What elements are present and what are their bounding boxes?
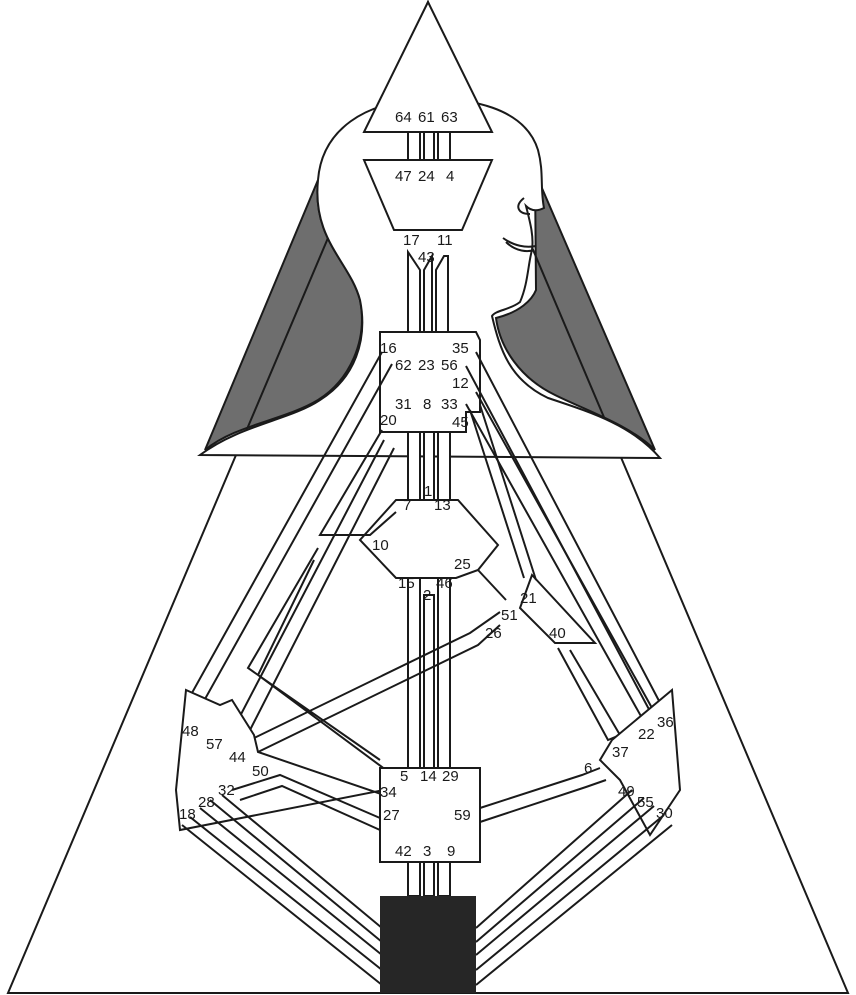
gate-51: 51 bbox=[501, 607, 518, 624]
channel-63-4 bbox=[437, 131, 451, 161]
gate-11: 11 bbox=[437, 232, 453, 249]
channel-20-57 bbox=[236, 439, 395, 732]
root-center bbox=[380, 896, 476, 993]
gate-30: 30 bbox=[656, 805, 673, 822]
gate-22: 22 bbox=[638, 726, 655, 743]
gate-15: 15 bbox=[398, 575, 415, 592]
gate-1: 1 bbox=[424, 483, 432, 500]
channel-2-14 bbox=[423, 594, 435, 769]
gate-47: 47 bbox=[395, 168, 412, 185]
gate-labels: 64 61 63 47 24 4 17 43 11 16 35 62 23 56… bbox=[179, 109, 674, 860]
gate-36: 36 bbox=[657, 714, 674, 731]
channel-7-31 bbox=[407, 431, 421, 501]
gate-44: 44 bbox=[229, 749, 246, 766]
gate-62: 62 bbox=[395, 357, 412, 374]
gate-64: 64 bbox=[395, 109, 412, 126]
gate-55: 55 bbox=[637, 794, 654, 811]
gate-18: 18 bbox=[179, 806, 196, 823]
gate-29: 29 bbox=[442, 768, 459, 785]
channels-spleen-root bbox=[181, 794, 383, 986]
gate-37: 37 bbox=[612, 744, 629, 761]
channel-61-24 bbox=[423, 131, 435, 161]
gate-26: 26 bbox=[485, 625, 502, 642]
gate-59: 59 bbox=[454, 807, 471, 824]
gate-49: 49 bbox=[618, 783, 635, 800]
channel-42-53 bbox=[407, 861, 421, 897]
gate-32: 32 bbox=[218, 782, 235, 799]
gate-25: 25 bbox=[454, 556, 471, 573]
ego-center bbox=[518, 573, 598, 644]
gate-5: 5 bbox=[400, 768, 408, 785]
channel-6-59 bbox=[479, 767, 607, 823]
throat-center bbox=[379, 331, 481, 433]
spleen-center bbox=[174, 688, 385, 832]
gate-61: 61 bbox=[418, 109, 435, 126]
mouth-line bbox=[502, 237, 537, 252]
gate-43: 43 bbox=[418, 249, 435, 266]
gate-14: 14 bbox=[420, 768, 437, 785]
gate-57: 57 bbox=[206, 736, 223, 753]
gate-20: 20 bbox=[380, 412, 397, 429]
gate-2: 2 bbox=[423, 587, 431, 604]
channel-25-51 bbox=[477, 569, 507, 601]
channel-9-52 bbox=[437, 861, 451, 897]
gate-13: 13 bbox=[434, 497, 451, 514]
solar-plexus-center bbox=[598, 687, 682, 837]
gate-46: 46 bbox=[436, 575, 453, 592]
channel-11-56 bbox=[435, 255, 449, 333]
gate-34: 34 bbox=[380, 784, 397, 801]
gate-16: 16 bbox=[380, 340, 397, 357]
g-center bbox=[358, 499, 500, 579]
channel-20-10 bbox=[318, 429, 397, 536]
channel-26-44 bbox=[249, 611, 501, 753]
gate-24: 24 bbox=[418, 168, 435, 185]
gate-21: 21 bbox=[520, 590, 537, 607]
gate-35: 35 bbox=[452, 340, 469, 357]
nose-line bbox=[517, 197, 531, 215]
gate-12: 12 bbox=[452, 375, 469, 392]
gate-33: 33 bbox=[441, 396, 458, 413]
channel-50-27 bbox=[231, 773, 381, 831]
gate-10: 10 bbox=[372, 537, 389, 554]
channel-3-60 bbox=[423, 861, 435, 897]
gate-27: 27 bbox=[383, 807, 400, 824]
channel-13-33 bbox=[437, 431, 451, 501]
gate-45: 45 bbox=[452, 414, 469, 431]
gate-3: 3 bbox=[423, 843, 431, 860]
gate-31: 31 bbox=[395, 396, 412, 413]
channel-10-34 bbox=[246, 547, 387, 771]
gate-63: 63 bbox=[441, 109, 458, 126]
sacral-center bbox=[379, 767, 481, 863]
gate-8: 8 bbox=[423, 396, 431, 413]
gate-40: 40 bbox=[549, 625, 566, 642]
gate-56: 56 bbox=[441, 357, 458, 374]
channels-sp-root bbox=[475, 789, 673, 986]
channel-43-23 bbox=[423, 252, 433, 333]
gate-17: 17 bbox=[403, 232, 420, 249]
gate-6: 6 bbox=[584, 760, 592, 777]
gate-42: 42 bbox=[395, 843, 412, 860]
gate-48: 48 bbox=[182, 723, 199, 740]
gate-28: 28 bbox=[198, 794, 215, 811]
gate-4: 4 bbox=[446, 168, 454, 185]
channel-46-29 bbox=[437, 577, 451, 769]
gate-7: 7 bbox=[403, 497, 411, 514]
channel-45-21 bbox=[469, 404, 537, 581]
gate-23: 23 bbox=[418, 357, 435, 374]
gate-50: 50 bbox=[252, 763, 269, 780]
gate-9: 9 bbox=[447, 843, 455, 860]
channel-64-47 bbox=[407, 131, 421, 161]
